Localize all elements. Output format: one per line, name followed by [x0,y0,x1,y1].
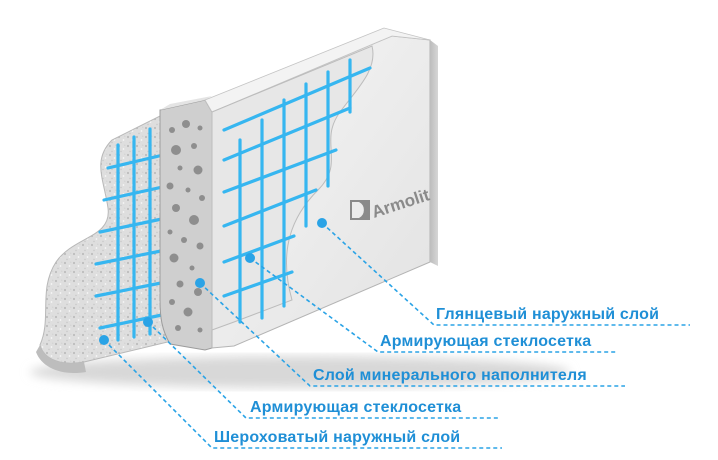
label-mineral-filler-layer: Слой минерального наполнителя [313,367,587,384]
label-reinforcing-mesh-upper: Армирующая стеклосетка [380,333,591,350]
label-reinforcing-mesh-lower: Армирующая стеклосетка [250,399,461,416]
leader-reinforcing-mesh-lower [147,321,500,419]
panel-right-edge [430,40,438,266]
drop-shadow [30,356,570,388]
reinforcing-mesh-upper [222,58,372,324]
dot-glossy-outer-layer [317,218,327,228]
layer-labels: Глянцевый наружный слой Армирующая стекл… [214,306,659,446]
leader-reinforcing-mesh-upper [249,257,618,353]
rough-layer-edge [36,345,86,374]
dot-mineral-filler-layer [195,278,205,288]
leader-dots [99,218,327,345]
label-rough-outer-layer: Шероховатый наружный слой [214,429,460,446]
leader-rough-outer-layer [103,339,502,449]
panel-top-edge [204,27,431,113]
filler-perforations [166,120,205,333]
dot-rough-outer-layer [99,335,109,345]
dot-reinforcing-mesh-upper [245,253,255,263]
label-glossy-outer-layer: Глянцевый наружный слой [436,306,659,323]
leader-glossy-outer-layer [321,222,690,326]
leader-mineral-filler-layer [199,282,625,387]
dot-reinforcing-mesh-lower [143,317,153,327]
leader-lines [103,222,690,449]
